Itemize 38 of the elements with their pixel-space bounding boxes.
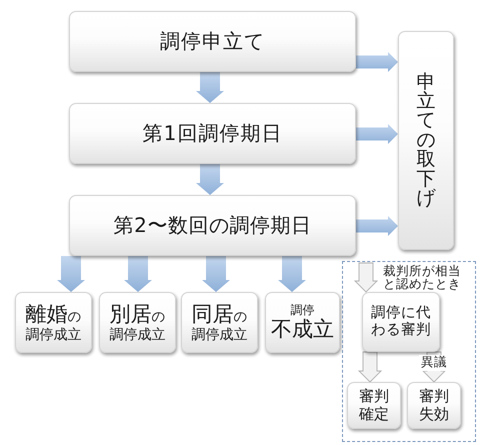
box-label: 審判確定 — [358, 388, 390, 423]
box-label: 調停に代わる審判 — [370, 305, 432, 339]
edge-label: 異議 — [419, 355, 449, 371]
box-label: 申立ての取下げ — [416, 72, 436, 208]
box-label: 審判失効 — [418, 388, 450, 423]
box-label: 別居の — [110, 302, 166, 327]
box-label: 第2〜数回の調停期日 — [114, 214, 312, 237]
process-box — [15, 292, 92, 353]
block-arrow — [356, 52, 398, 72]
block-arrow — [202, 256, 230, 292]
process-box — [69, 11, 356, 72]
box-label: 同居の — [192, 302, 248, 327]
process-box — [362, 292, 440, 352]
process-box — [347, 382, 401, 429]
block-arrow — [278, 256, 306, 292]
box-label: 調停成立 — [26, 326, 82, 343]
process-box — [265, 292, 340, 353]
box-label: 調停 — [290, 304, 314, 318]
block-arrow — [356, 216, 398, 236]
block-arrow — [196, 72, 224, 103]
process-box — [69, 103, 356, 164]
box-label: 調停成立 — [192, 326, 248, 343]
block-arrow — [358, 352, 382, 383]
box-label: 調停成立 — [110, 326, 166, 343]
block-arrow — [356, 124, 398, 144]
block-arrow — [354, 262, 378, 293]
process-box — [99, 292, 176, 353]
box-label: 調停申立て — [160, 30, 265, 53]
block-arrow — [196, 164, 224, 195]
block-arrow — [57, 256, 85, 292]
box-label: 離婚の — [26, 302, 82, 327]
box-label: 不成立 — [271, 317, 334, 342]
process-box — [181, 292, 258, 353]
process-box — [69, 195, 356, 256]
box-label: 第1回調停期日 — [142, 122, 282, 145]
process-box — [407, 382, 461, 429]
process-box — [398, 31, 454, 250]
block-arrow — [124, 256, 152, 292]
